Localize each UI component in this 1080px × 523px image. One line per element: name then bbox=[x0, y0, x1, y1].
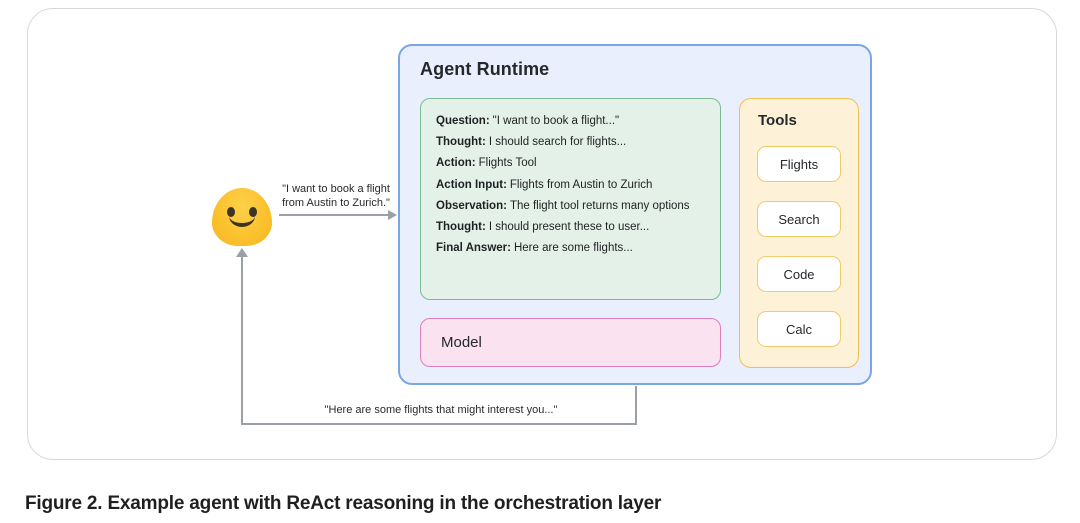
trace-label: Thought: bbox=[436, 221, 486, 234]
figure-caption: Figure 2. Example agent with ReAct reaso… bbox=[25, 493, 662, 514]
emoji-left-eye-icon bbox=[227, 207, 235, 217]
trace-label: Question: bbox=[436, 115, 490, 127]
react-trace-box: Question:"I want to book a flight..." Th… bbox=[420, 98, 721, 300]
trace-label: Action: bbox=[436, 157, 476, 170]
trace-label: Final Answer: bbox=[436, 242, 511, 255]
user-request-line1: "I want to book a flight bbox=[282, 183, 390, 195]
trace-row-question: Question:"I want to book a flight..." bbox=[436, 111, 705, 132]
request-arrow-line bbox=[279, 214, 389, 216]
agent-response-label: "Here are some flights that might intere… bbox=[324, 404, 558, 416]
model-box: Model bbox=[420, 318, 721, 367]
agent-runtime-title: Agent Runtime bbox=[420, 59, 550, 79]
trace-label: Action Input: bbox=[436, 178, 507, 191]
trace-text: The flight tool returns many options bbox=[509, 199, 690, 212]
trace-row-thought-2: Thought:I should present these to user..… bbox=[436, 217, 705, 238]
trace-text: "I want to book a flight..." bbox=[492, 115, 620, 127]
tools-title: Tools bbox=[758, 112, 797, 129]
user-smiley-emoji bbox=[212, 188, 272, 246]
tool-button-code: Code bbox=[757, 256, 841, 292]
trace-text: I should present these to user... bbox=[488, 221, 650, 234]
trace-row-action-input: Action Input:Flights from Austin to Zuri… bbox=[436, 175, 705, 196]
emoji-smile-icon bbox=[229, 213, 255, 227]
trace-text: Flights Tool bbox=[478, 157, 537, 170]
user-request-label: "I want to book a flight from Austin to … bbox=[276, 183, 396, 210]
tools-box: Tools Flights Search Code Calc bbox=[739, 98, 859, 368]
request-arrow-head-icon bbox=[388, 210, 397, 220]
trace-label: Observation: bbox=[436, 199, 507, 212]
trace-row-action: Action:Flights Tool bbox=[436, 153, 705, 174]
trace-row-final-answer: Final Answer:Here are some flights... bbox=[436, 238, 705, 259]
trace-text: Flights from Austin to Zurich bbox=[509, 178, 653, 191]
trace-row-thought-1: Thought:I should search for flights... bbox=[436, 132, 705, 153]
emoji-right-eye-icon bbox=[249, 207, 257, 217]
agent-runtime-box: Agent Runtime Question:"I want to book a… bbox=[398, 44, 872, 385]
user-request-line2: from Austin to Zurich." bbox=[282, 196, 390, 209]
trace-text: Here are some flights... bbox=[513, 242, 633, 255]
tool-button-search: Search bbox=[757, 201, 841, 237]
response-path-down-segment bbox=[635, 386, 637, 425]
model-label: Model bbox=[441, 334, 482, 351]
tool-button-flights: Flights bbox=[757, 146, 841, 182]
tool-button-calc: Calc bbox=[757, 311, 841, 347]
response-path-up-segment bbox=[241, 257, 243, 424]
response-path-horizontal-segment bbox=[241, 423, 637, 425]
trace-row-observation: Observation:The flight tool returns many… bbox=[436, 196, 705, 217]
trace-text: I should search for flights... bbox=[488, 136, 627, 149]
response-arrow-head-icon bbox=[236, 248, 248, 257]
trace-label: Thought: bbox=[436, 136, 486, 149]
